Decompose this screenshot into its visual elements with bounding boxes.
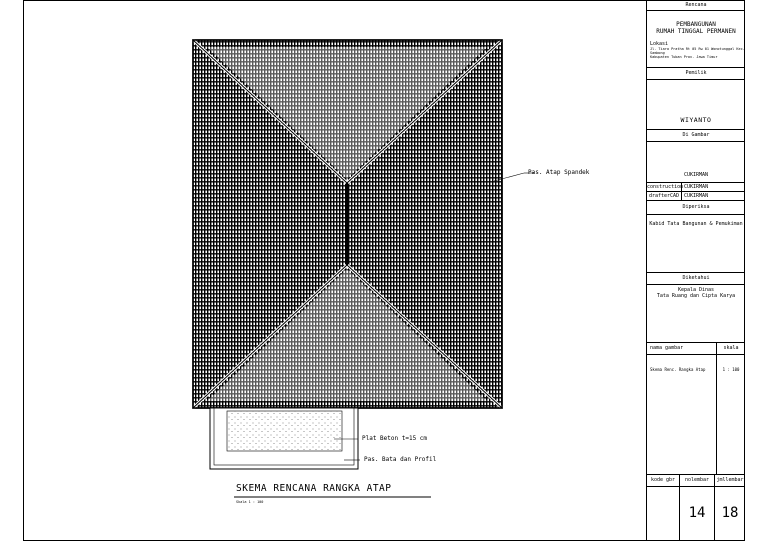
- diketahui-cell: Kepala Dinas Tata Ruang dan Cipta Karya: [647, 285, 745, 343]
- construction-row: construction CUKIRMAN: [647, 183, 745, 192]
- diketahui-name: Kepala Dinas: [677, 287, 715, 293]
- nama-gambar-value: Skema Renc. Rangka Atap: [647, 355, 717, 474]
- construction-name: CUKIRMAN: [684, 184, 709, 190]
- digambar-cell: CUKIRMAN: [647, 142, 745, 183]
- rencana-header: Rencana: [647, 0, 745, 11]
- diketahui-label: Diketahui: [647, 273, 745, 285]
- drawing-title: SKEMA RENCANA RANGKA ATAP: [236, 483, 392, 494]
- jumlah-label: jmllembar: [716, 477, 744, 483]
- nama-gambar-header: nama gambar skala: [647, 343, 745, 355]
- drawing-sheet: Pas. Atap Spandek Plat Beton t=15 cm Pas…: [23, 0, 745, 541]
- digambar-label: Di Gambar: [647, 130, 745, 142]
- project-name: PEMBANGUNAN: [676, 21, 716, 28]
- nama-gambar-label: nama gambar: [647, 343, 717, 354]
- drafter-row: drafterCAD CUKIRMAN: [647, 192, 745, 201]
- diketahui-name-2: Tata Ruang dan Cipta Karya: [656, 293, 736, 299]
- label-plat-beton: Plat Beton t=15 cm: [362, 435, 428, 442]
- diperiksa-name: Kabid Tata Bangunan & Pemukiman: [649, 221, 743, 227]
- pemilik-label: Pemilik: [647, 68, 745, 80]
- jumlah-value: 18: [721, 505, 739, 521]
- label-atap-spandek: Pas. Atap Spandek: [528, 169, 590, 176]
- roof-framing-plan: [191, 38, 534, 498]
- project-cell: PEMBANGUNAN RUMAH TINGGAL PERMANEN Lokas…: [647, 11, 745, 68]
- construction-label: construction: [647, 183, 684, 191]
- leader-atap: [493, 172, 525, 182]
- project-name-2: RUMAH TINGGAL PERMANEN: [656, 28, 736, 35]
- lokasi-text-2: Kabupaten Tuban Prov. Jawa Timur: [650, 55, 718, 59]
- skala-label: skala: [723, 345, 739, 351]
- nomor-label: nolembar: [680, 475, 715, 486]
- nomor-value: 14: [680, 487, 715, 541]
- title-block: Rencana PEMBANGUNAN RUMAH TINGGAL PERMAN…: [646, 0, 745, 541]
- lembar-header: kode gbr nolembar jmllembar: [647, 475, 745, 487]
- label-pas-bata: Pas. Bata dan Profil: [364, 456, 437, 463]
- digambar-name: CUKIRMAN: [683, 172, 709, 178]
- pemilik-name: WIYANTO: [680, 116, 712, 124]
- drafter-label: drafterCAD: [647, 192, 682, 200]
- lokasi-label: Lokasi: [650, 41, 669, 47]
- drafter-name: CUKIRMAN: [684, 193, 709, 199]
- concrete-slab: [209, 407, 359, 470]
- pemilik-cell: WIYANTO: [647, 80, 745, 130]
- roof-outline: [191, 38, 504, 410]
- nama-gambar-body: Skema Renc. Rangka Atap 1 : 100: [647, 355, 745, 475]
- kode-value: [647, 487, 680, 541]
- lembar-body: 14 18: [647, 487, 745, 541]
- diperiksa-label: Diperiksa: [647, 201, 745, 215]
- lokasi-text: Jl. Tiara Pratha Rt 05 Rw 01 Wonotunggal…: [650, 47, 745, 55]
- skala-value: 1 : 100: [722, 367, 740, 372]
- drawing-scale: Skala 1 : 100: [236, 500, 264, 504]
- kode-label: kode gbr: [647, 475, 680, 486]
- diperiksa-cell: Kabid Tata Bangunan & Pemukiman: [647, 215, 745, 273]
